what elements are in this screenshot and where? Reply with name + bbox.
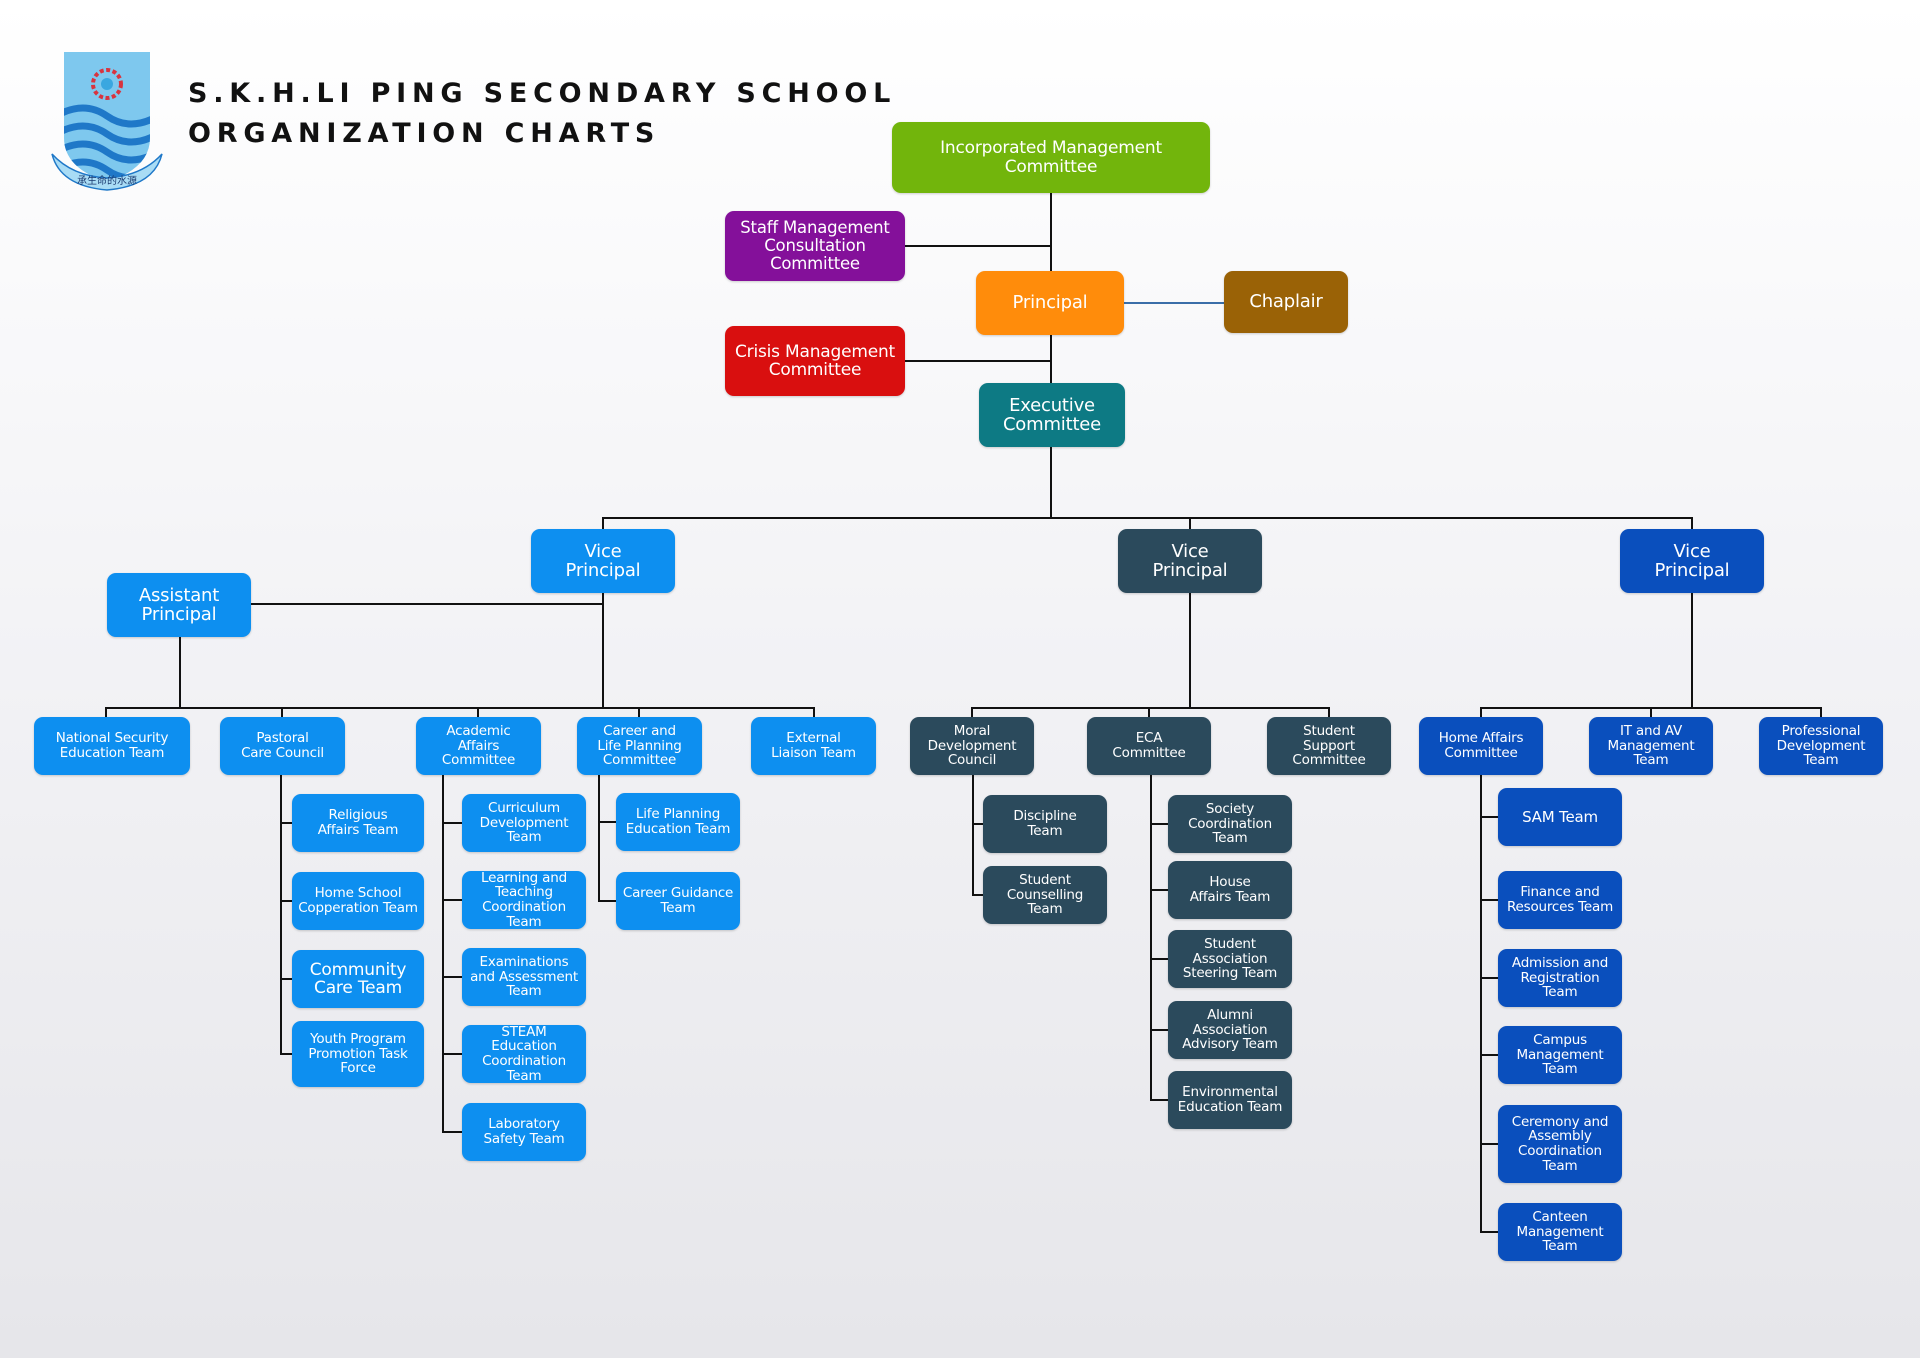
executive-committee-box: Executive Committee [979, 383, 1125, 447]
crisis-management-committee-box: Crisis Management Committee [725, 326, 905, 396]
career-life-planning-committee-box: Career and Life Planning Committee [577, 717, 702, 775]
academic-affairs-committee-box: Academic Affairs Committee [416, 717, 541, 775]
canteen-management-team-box: Canteen Management Team [1498, 1203, 1622, 1261]
eca-committee-box: ECA Committee [1087, 717, 1211, 775]
home-school-cooperation-team-box: Home School Copperation Team [292, 872, 424, 930]
professional-development-team-box: Professional Development Team [1759, 717, 1883, 775]
vice-principal-box: Vice Principal [531, 529, 675, 593]
incorporated-management-committee-box: Incorporated Management Committee [892, 122, 1210, 193]
campus-management-team-box: Campus Management Team [1498, 1026, 1622, 1084]
ceremony-assembly-coordination-team-box: Ceremony and Assembly Coordination Team [1498, 1105, 1622, 1183]
external-liaison-team-box: External Liaison Team [751, 717, 876, 775]
religious-affairs-team-box: Religious Affairs Team [292, 794, 424, 852]
national-security-education-team-box: National Security Education Team [34, 717, 190, 775]
assistant-principal-box: Assistant Principal [107, 573, 251, 637]
steam-education-coordination-team-box: STEAM Education Coordination Team [462, 1025, 586, 1083]
chaplain-box: Chaplair [1224, 271, 1348, 333]
admission-registration-team-box: Admission and Registration Team [1498, 949, 1622, 1007]
staff-management-consultation-committee-box: Staff Management Consultation Committee [725, 211, 905, 281]
vice-principal-box: Vice Principal [1620, 529, 1764, 593]
finance-resources-team-box: Finance and Resources Team [1498, 871, 1622, 929]
alumni-association-advisory-team-box: Alumni Association Advisory Team [1168, 1001, 1292, 1059]
student-association-steering-team-box: Student Association Steering Team [1168, 930, 1292, 988]
learning-teaching-coordination-team-box: Learning and Teaching Coordination Team [462, 871, 586, 929]
career-guidance-team-box: Career Guidance Team [616, 872, 740, 930]
vice-principal-box: Vice Principal [1118, 529, 1262, 593]
youth-program-promotion-task-force-box: Youth Program Promotion Task Force [292, 1021, 424, 1087]
student-counselling-team-box: Student Counselling Team [983, 866, 1107, 924]
curriculum-development-team-box: Curriculum Development Team [462, 794, 586, 852]
discipline-team-box: Discipline Team [983, 795, 1107, 853]
pastoral-care-council-box: Pastoral Care Council [220, 717, 345, 775]
laboratory-safety-team-box: Laboratory Safety Team [462, 1103, 586, 1161]
logo-motto: 承生命的水源 [77, 174, 137, 187]
school-crest-logo: 承生命的水源 [51, 52, 163, 191]
environmental-education-team-box: Environmental Education Team [1168, 1071, 1292, 1129]
community-care-team-box: Community Care Team [292, 950, 424, 1008]
sam-team-box: SAM Team [1498, 788, 1622, 846]
home-affairs-committee-box: Home Affairs Committee [1419, 717, 1543, 775]
chart-title-subtitle: ORGANIZATION CHARTS [188, 118, 661, 149]
life-planning-education-team-box: Life Planning Education Team [616, 793, 740, 851]
chart-title-school: S.K.H.LI PING SECONDARY SCHOOL [188, 78, 897, 109]
house-affairs-team-box: House Affairs Team [1168, 861, 1292, 919]
it-av-management-team-box: IT and AV Management Team [1589, 717, 1713, 775]
examinations-assessment-team-box: Examinations and Assessment Team [462, 948, 586, 1006]
student-support-committee-box: Student Support Committee [1267, 717, 1391, 775]
society-coordination-team-box: Society Coordination Team [1168, 795, 1292, 853]
moral-development-council-box: Moral Development Council [910, 717, 1034, 775]
principal-box: Principal [976, 271, 1124, 335]
